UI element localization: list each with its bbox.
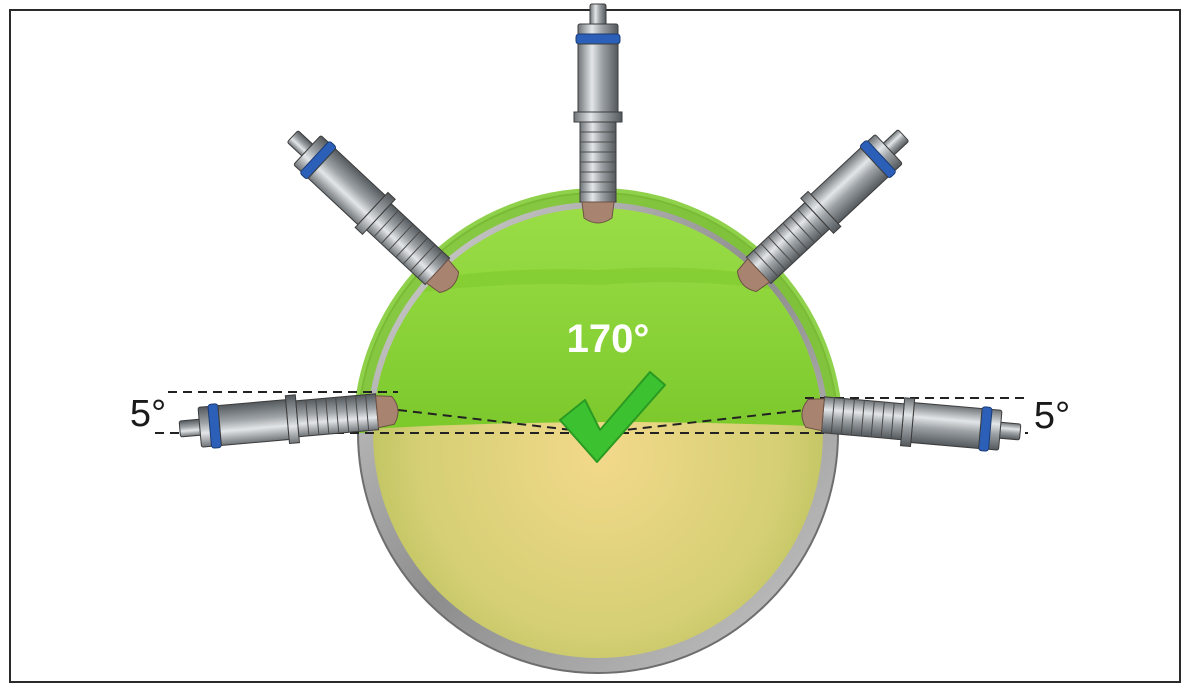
right-tilt-angle-label: 5° — [1034, 395, 1070, 437]
left-tilt-line — [397, 409, 599, 434]
checkmark-icon — [559, 371, 666, 463]
range-angle-label: 170° — [567, 317, 650, 361]
sensor-top — [573, 3, 623, 224]
right-tilt-line — [597, 409, 806, 434]
sensor-upper-right — [726, 117, 921, 303]
sensor-upper-left — [275, 118, 470, 304]
left-tilt-angle-label: 5° — [130, 393, 166, 435]
